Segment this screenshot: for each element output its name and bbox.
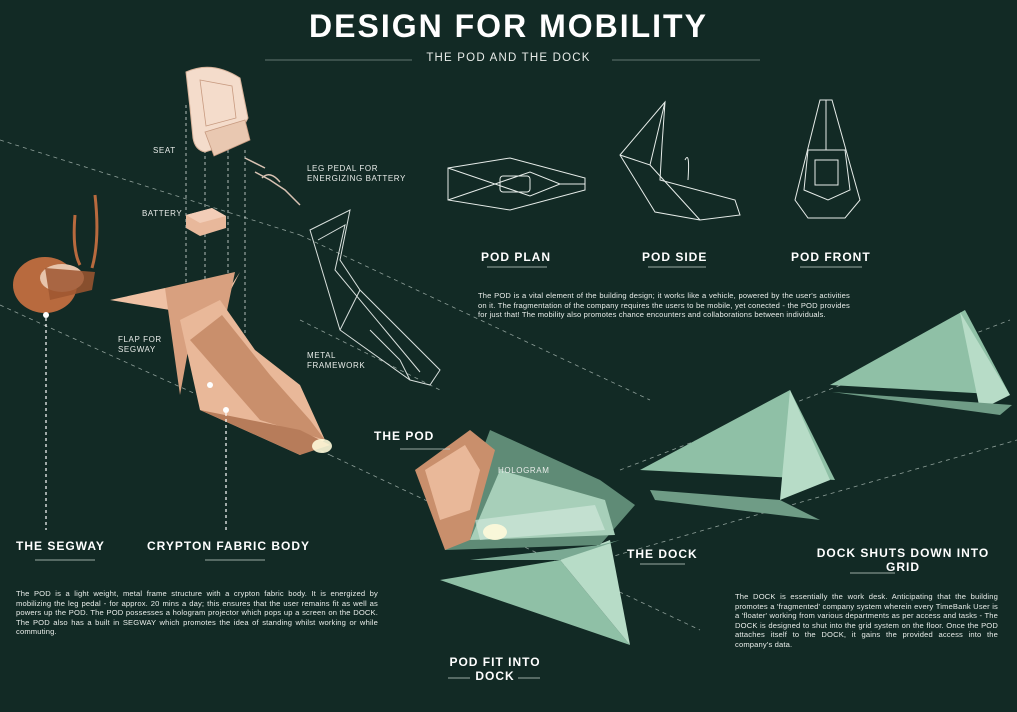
leg-pedal-drawing (244, 157, 301, 206)
pod-front-drawing (794, 99, 861, 219)
label-seat: SEAT (153, 146, 176, 155)
label-leg-pedal: LEG PEDAL FOR ENERGIZING BATTERY (307, 164, 406, 183)
dock-drawing (415, 430, 635, 645)
paragraph-pod-intro: The POD is a vital element of the buildi… (478, 291, 850, 320)
label-metal-framework: METAL FRAMEWORK (307, 351, 366, 370)
heading-pod-plan: POD PLAN (481, 250, 552, 264)
heading-pod-fit-into-dock: POD FIT INTO DOCK (449, 655, 541, 683)
battery-drawing (186, 208, 226, 236)
dock-closing-drawing (640, 390, 835, 520)
paragraph-pod-detail: The POD is a light weight, metal frame s… (16, 589, 378, 637)
dock-grid-drawing (830, 310, 1012, 415)
paragraph-dock-detail: The DOCK is essentially the work desk. A… (735, 592, 998, 649)
page-title: DESIGN FOR MOBILITY (309, 8, 708, 44)
heading-pod-front: POD FRONT (791, 250, 871, 264)
heading-pod-side: POD SIDE (642, 250, 708, 264)
page-subtitle: THE POD AND THE DOCK (426, 52, 591, 64)
label-flap-for-segway: FLAP FOR SEGWAY (118, 335, 162, 354)
heading-dock-shuts-down: DOCK SHUTS DOWN INTO GRID (816, 546, 990, 574)
heading-crypton-fabric-body: CRYPTON FABRIC BODY (147, 539, 311, 553)
segway-drawing (13, 194, 99, 530)
pod-side-drawing (619, 100, 741, 221)
dashed-guides (0, 139, 1017, 631)
heading-the-segway: THE SEGWAY (16, 539, 105, 553)
heading-the-pod: THE POD (374, 429, 435, 443)
pod-plan-drawing (447, 157, 586, 211)
label-battery: BATTERY (142, 209, 183, 218)
seat-drawing (185, 66, 251, 157)
label-hologram: HOLOGRAM (498, 466, 550, 475)
pod-body-drawing (110, 272, 332, 530)
metal-framework-drawing (309, 209, 441, 386)
heading-the-dock: THE DOCK (627, 547, 698, 561)
heading-rules (35, 266, 895, 679)
